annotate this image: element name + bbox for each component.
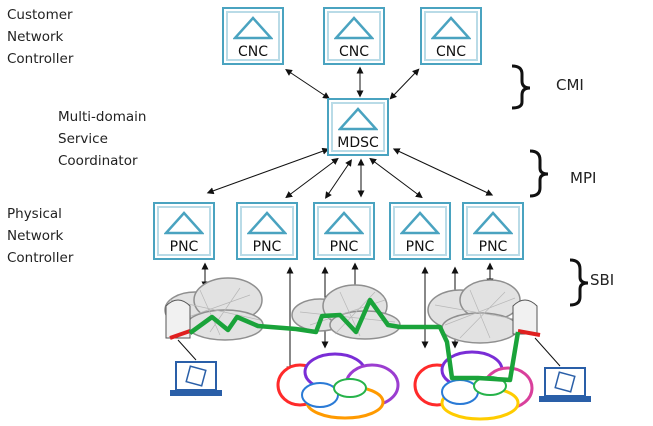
controller-triangle-icon <box>338 107 378 131</box>
laptop-right <box>534 337 591 402</box>
pnc-label: PNC <box>252 239 282 255</box>
interface-braces <box>511 64 589 307</box>
laptop-left <box>170 339 222 396</box>
pnc-label: PNC <box>405 239 435 255</box>
controller-triangle-icon <box>164 211 204 235</box>
cnc-box-2: CNC <box>323 7 385 65</box>
mesh-lines <box>169 287 521 339</box>
mdsc-box: MDSC <box>327 98 389 156</box>
cmi-arrows <box>285 66 420 100</box>
pnc-box-3: PNC <box>313 202 375 260</box>
cnc-label: CNC <box>435 44 467 60</box>
label-customer-network-controller: Customer Network Controller <box>7 7 74 67</box>
cnc-box-1: CNC <box>222 7 284 65</box>
optical-cloud-1 <box>276 352 400 420</box>
pnc-box-5: PNC <box>462 202 524 260</box>
end-to-end-path <box>188 297 521 383</box>
cloud-domain-3 <box>427 279 521 344</box>
controller-triangle-icon <box>324 211 364 235</box>
cnc-label: CNC <box>237 44 269 60</box>
controller-triangle-icon <box>400 211 440 235</box>
router-left <box>165 299 191 340</box>
controller-triangle-icon <box>233 16 273 40</box>
pnc-label: PNC <box>478 239 508 255</box>
label-cmi: CMI <box>556 76 584 94</box>
controller-triangle-icon <box>247 211 287 235</box>
cnc-box-3: CNC <box>420 7 482 65</box>
pnc-box-4: PNC <box>389 202 451 260</box>
label-physical-network-controller: Physical Network Controller <box>7 206 74 266</box>
controller-triangle-icon <box>473 211 513 235</box>
pnc-label: PNC <box>169 239 199 255</box>
mdsc-label: MDSC <box>337 135 379 151</box>
label-multi-domain-service-coordinator: Multi-domain Service Coordinator <box>58 109 147 169</box>
pnc-label: PNC <box>329 239 359 255</box>
pnc-box-1: PNC <box>153 202 215 260</box>
mpi-arrows <box>206 147 494 199</box>
cnc-label: CNC <box>338 44 370 60</box>
optical-clouds <box>276 350 534 421</box>
controller-triangle-icon <box>431 16 471 40</box>
controller-triangle-icon <box>334 16 374 40</box>
router-right <box>512 299 541 337</box>
pnc-box-2: PNC <box>236 202 298 260</box>
label-sbi: SBI <box>590 271 615 289</box>
label-mpi: MPI <box>570 169 597 187</box>
